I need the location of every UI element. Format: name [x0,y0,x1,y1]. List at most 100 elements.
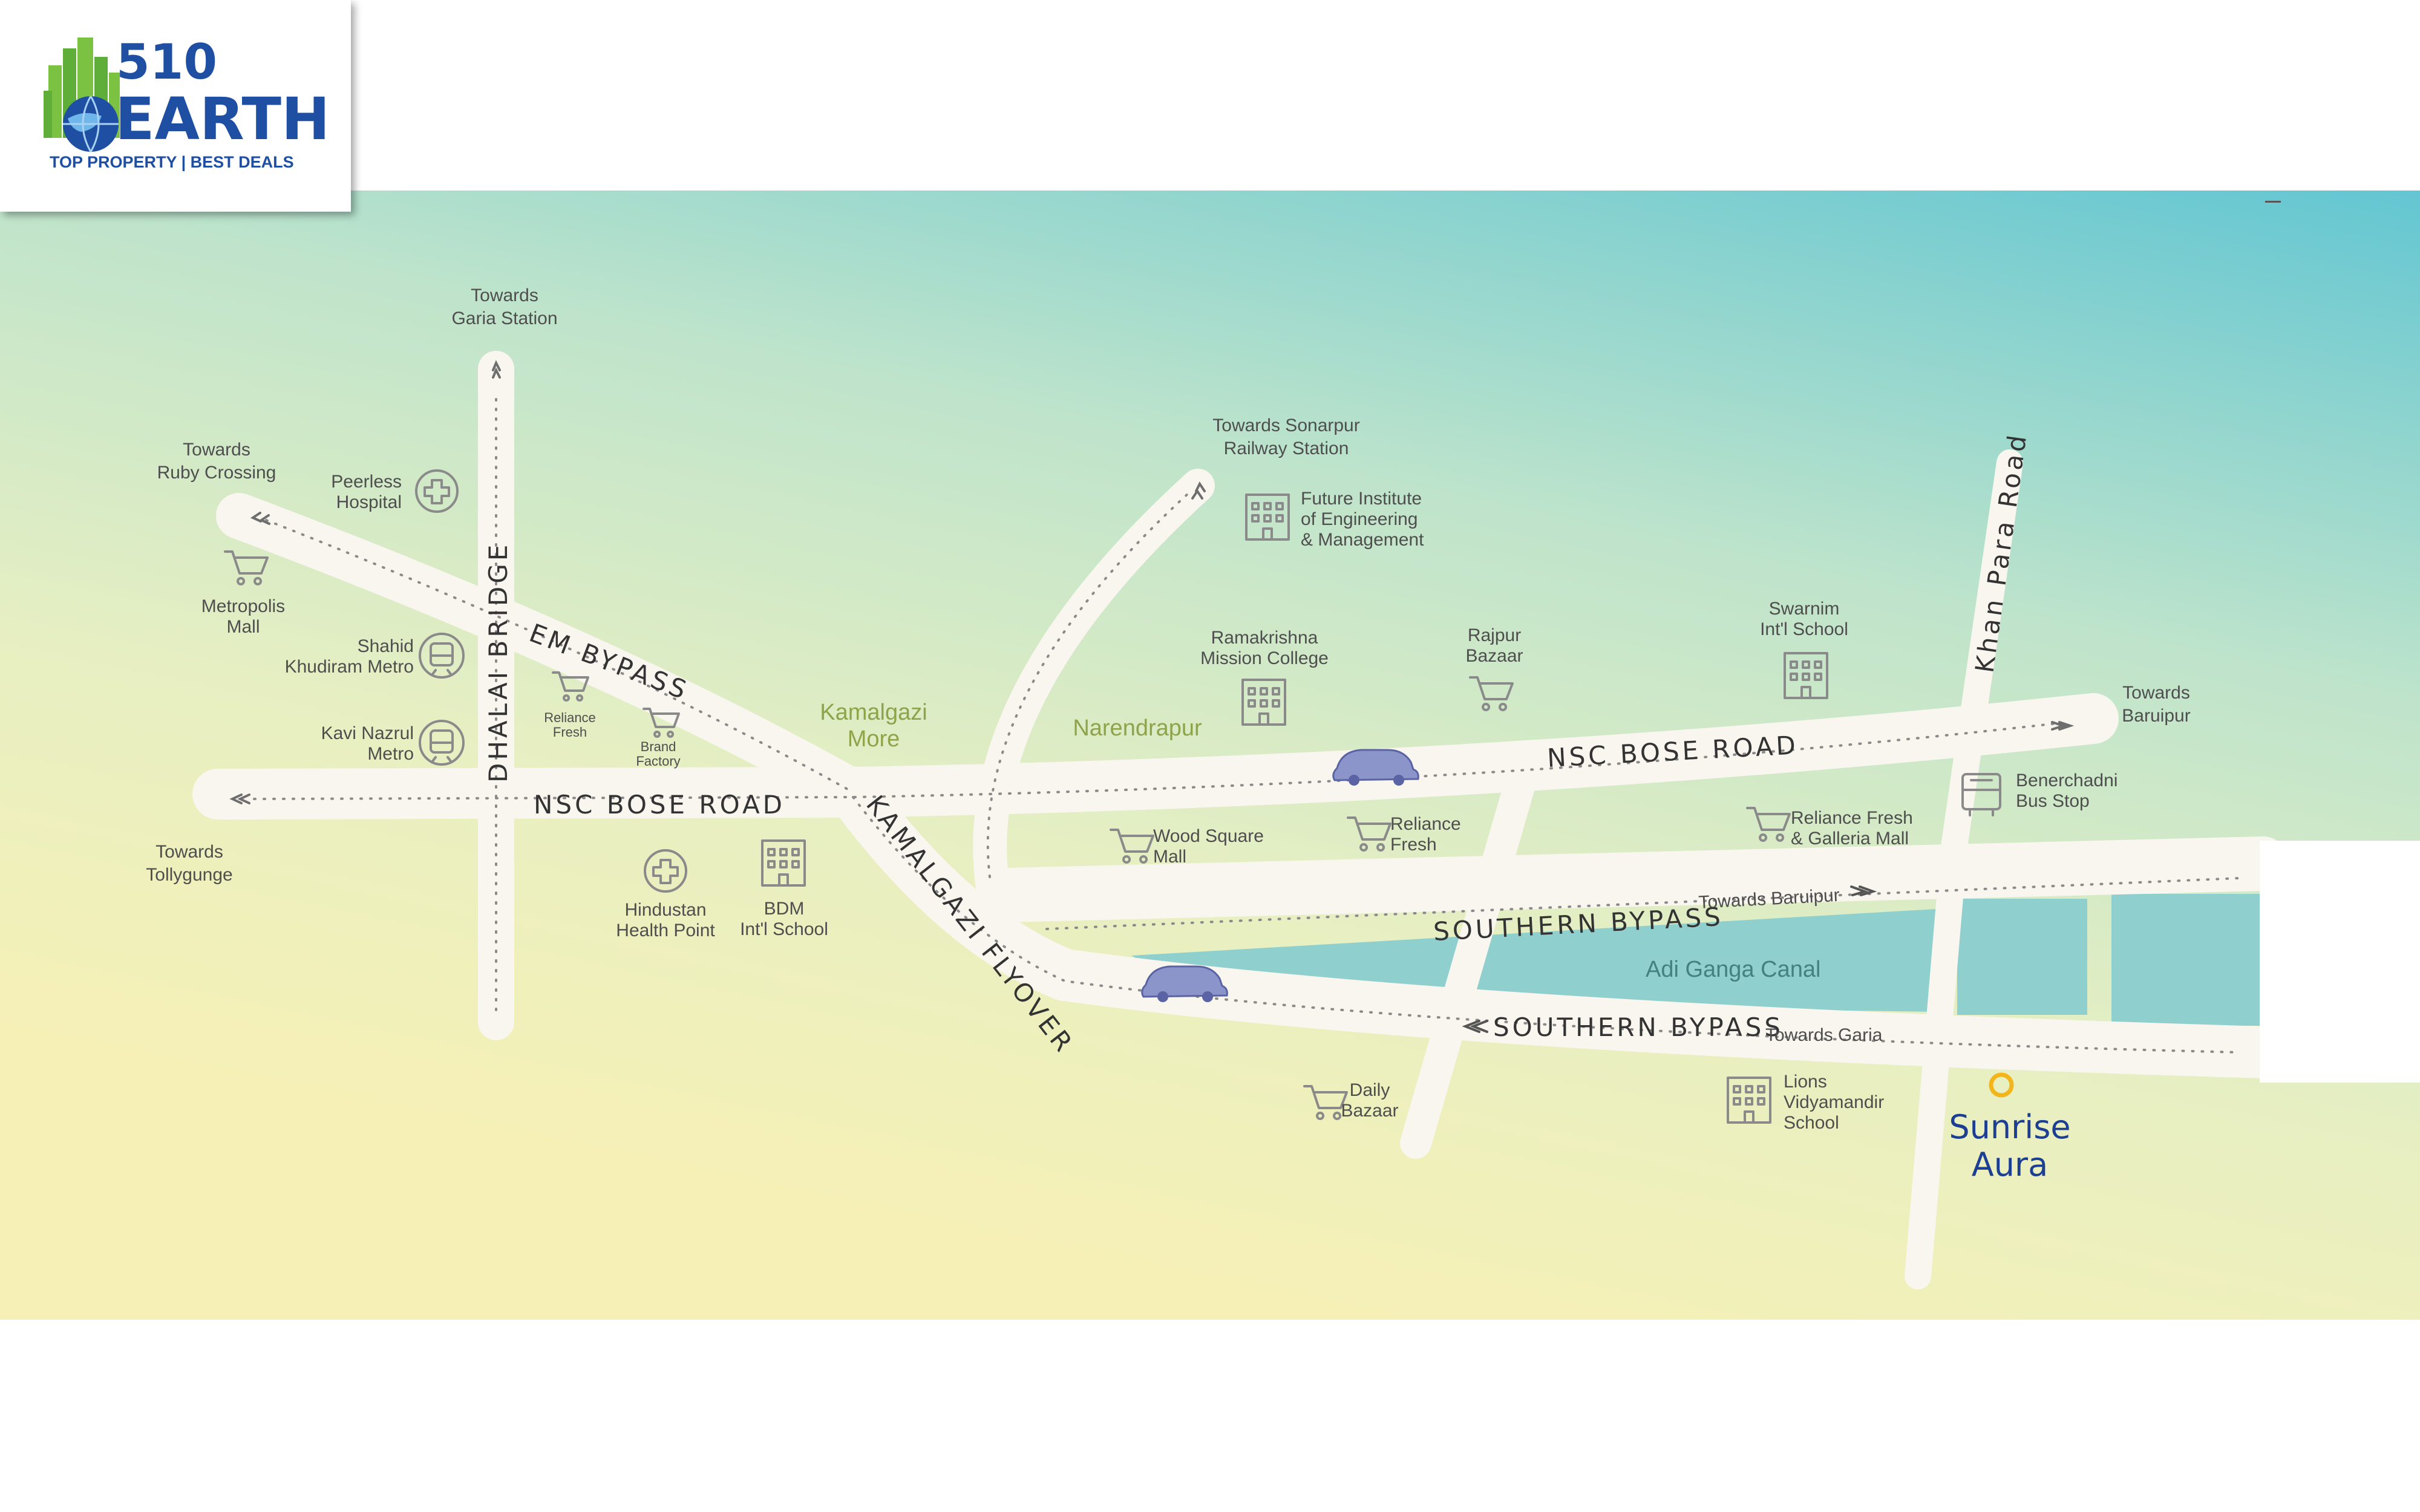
place-daily-bazaar: Daily [1350,1080,1390,1100]
road-guides [253,398,2240,1054]
svg-text:School: School [1784,1113,1839,1133]
project-name-line1: Sunrise [1949,1108,2070,1146]
project-name-line2: Aura [1972,1145,2048,1184]
place-swarnim-school: Swarnim [1769,599,1840,619]
map-background [0,191,2420,1320]
locality-kamalgazi: Kamalgazi [820,700,927,725]
direction-labels: Towards Garia Station Towards Ruby Cross… [146,285,2190,885]
place-kavi-nazrul-metro: Kavi Nazrul [321,723,414,743]
arrow-up-icon [1191,481,1206,500]
school-building-icon [1784,652,1828,699]
svg-text:Bus Stop: Bus Stop [2016,791,2090,811]
road-label-nsc-bose-left: NSC BOSE ROAD [534,790,785,820]
minimize-mark [2265,201,2281,203]
brand-logo-card[interactable]: 510 EARTH TOP PROPERTY | BEST DEALS [0,0,351,212]
arrow-right-icon [2051,721,2075,731]
towards-ruby-crossing: Towards [183,440,250,460]
brand-logo: 510 EARTH TOP PROPERTY | BEST DEALS [44,34,330,171]
road-khan-para[interactable] [1905,449,2023,1289]
svg-text:Tollygunge: Tollygunge [146,865,232,885]
svg-text:More: More [848,726,900,752]
svg-text:Health Point: Health Point [616,921,715,940]
place-bdm-school: BDM [764,899,805,919]
svg-text:Fresh: Fresh [1390,835,1437,855]
canal-label: Adi Ganga Canal [1646,957,1820,982]
school-building-icon [1245,494,1290,541]
svg-text:Vidyamandir: Vidyamandir [1784,1092,1884,1112]
place-peerless-hospital: Peerless [331,472,402,492]
svg-text:Bazaar: Bazaar [1341,1101,1398,1121]
school-building-icon [1241,679,1286,726]
cart-icon [643,708,680,738]
svg-text:Mall: Mall [226,617,260,637]
svg-text:& Management: & Management [1301,530,1424,550]
brand-number: 510 [116,34,217,90]
school-building-icon [1727,1077,1771,1124]
locality-narendrapur: Narendrapur [1073,715,1202,741]
road-label-dhalai-bridge: DHALAI BRIDGE [483,542,513,783]
metro-icon [419,720,465,766]
svg-text:Int'l School: Int'l School [1760,619,1848,639]
hospital-icon [415,469,459,513]
svg-text:Hospital: Hospital [336,492,402,512]
towards-garia-station: Towards [471,285,538,305]
towards-baruipur: Towards [2122,683,2190,703]
svg-text:Fresh: Fresh [553,725,587,740]
svg-text:Garia Station: Garia Station [451,308,557,328]
cart-icon [1110,829,1154,864]
place-reliance-fresh: Reliance [1390,814,1461,834]
brand-tagline: TOP PROPERTY | BEST DEALS [50,153,294,171]
place-brand-factory: Brand [641,739,676,754]
svg-text:Khudiram Metro: Khudiram Metro [285,657,414,677]
road-rajpur-link[interactable] [1400,752,1540,1159]
towards-sonarpur: Towards Sonarpur [1212,415,1359,435]
hospital-icon [644,849,687,893]
svg-text:Int'l School: Int'l School [740,919,828,939]
place-shahid-khudiram-metro: Shahid [358,636,414,656]
place-reliance-fresh-small: Reliance [544,710,596,725]
svg-text:Mission College: Mission College [1200,648,1329,668]
arrow-up-icon [492,360,501,379]
southern-bypass-direction-garia: Towards Garia [1765,1025,1883,1045]
place-ramakrishna-mission: Ramakrishna [1211,628,1318,648]
towards-tollygunge: Towards [155,842,223,862]
metro-icon [419,633,465,679]
svg-text:& Galleria Mall: & Galleria Mall [1791,829,1909,849]
svg-text:Mall: Mall [1153,847,1186,867]
school-building-icon [761,839,806,887]
road-nsc-bose[interactable] [192,693,2119,820]
project-location-marker[interactable] [1989,1072,2014,1098]
place-wood-square-mall: Wood Square [1153,826,1264,846]
car-icon [1332,749,1419,786]
cart-icon [1746,807,1791,842]
cart-icon [1469,676,1514,711]
place-metropolis-mall: Metropolis [201,596,285,616]
svg-text:Bazaar: Bazaar [1465,646,1523,666]
road-kamalgazi-flyover[interactable] [827,766,2289,1078]
bus-stop-icon [1961,773,2001,816]
place-benerchadni-bus-stop: Benerchadni [2016,771,2118,790]
car-icon [1141,965,1228,1002]
arrow-right-icon [1850,885,1877,896]
road-sonarpur[interactable] [973,469,1215,900]
cart-icon [1303,1085,1348,1120]
road-label-southern-bypass-bottom: SOUTHERN BYPASS [1493,1012,1784,1042]
place-rajpur-bazaar: Rajpur [1468,625,1521,645]
cart-icon [552,671,589,702]
arrow-left-icon [250,512,270,525]
road-southern-bypass[interactable] [980,836,2290,922]
place-reliance-galleria: Reliance Fresh [1791,808,1913,828]
svg-text:Baruipur: Baruipur [2122,706,2190,726]
cart-icon [224,550,269,585]
arrow-left-icon [229,793,250,804]
map-right-crop [2260,841,2420,1083]
svg-text:Railway Station: Railway Station [1224,438,1349,458]
arrow-left-icon [1462,1020,1488,1033]
place-future-institute: Future Institute [1301,489,1422,509]
brand-name: EARTH [115,85,330,153]
place-hindustan-health-point: Hindustan [624,900,706,920]
svg-text:of Engineering: of Engineering [1301,509,1418,529]
place-lions-vidyamandir: Lions [1784,1072,1827,1092]
svg-text:Metro: Metro [367,744,414,764]
